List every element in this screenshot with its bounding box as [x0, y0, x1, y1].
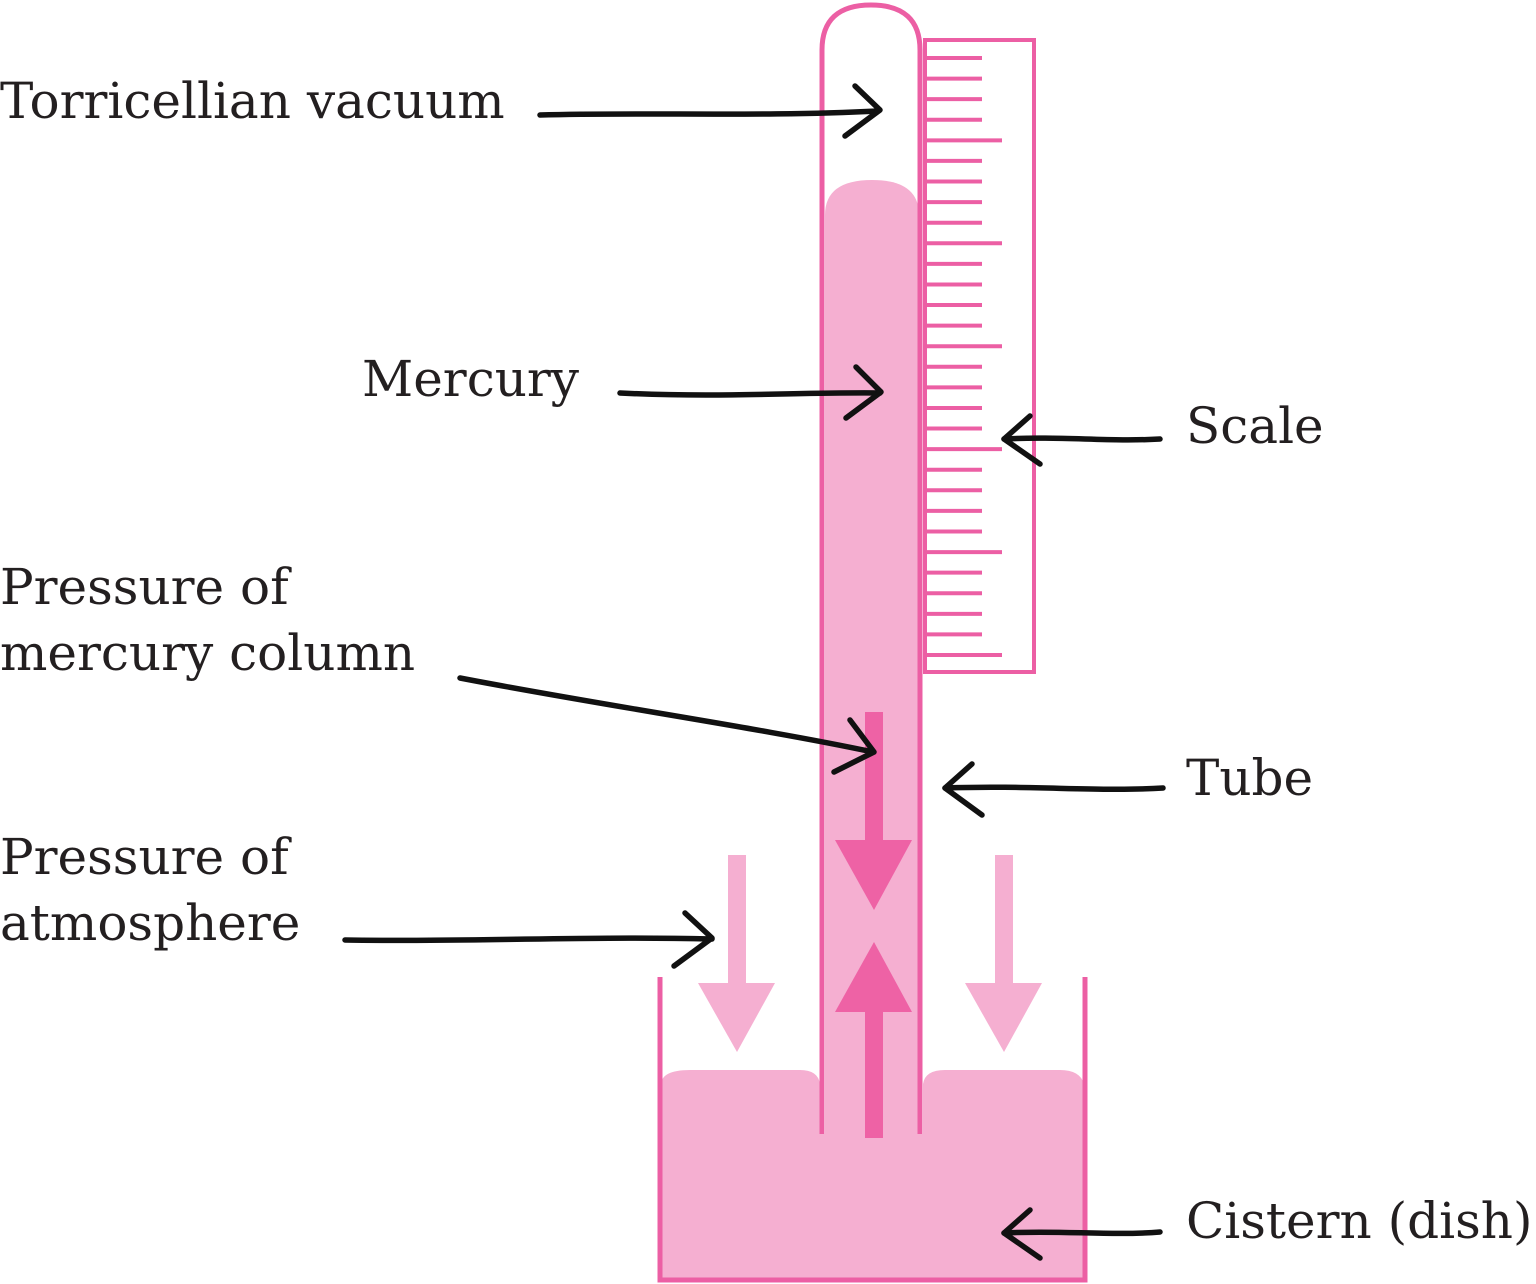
label-mercury: Mercury	[362, 350, 580, 408]
pointer-scale	[1001, 413, 1163, 467]
scale	[923, 38, 1036, 674]
atmosphere-pressure-arrow-left	[698, 855, 775, 1052]
pointer-mercury	[617, 364, 884, 421]
label-cistern: Cistern (dish)	[1186, 1192, 1532, 1250]
pointer-pressure-atmosphere	[342, 910, 715, 969]
pointer-tube	[942, 761, 1166, 818]
cistern-mercury	[661, 1070, 1084, 1278]
scale-frame	[923, 38, 1036, 674]
label-pressure-atmosphere-line1: Pressure of	[0, 828, 292, 886]
label-scale: Scale	[1186, 397, 1324, 455]
label-pressure-column-line2: mercury column	[0, 624, 415, 682]
label-pressure-atmosphere-line2: atmosphere	[0, 894, 300, 952]
pointer-cistern	[1001, 1207, 1163, 1261]
atmosphere-pressure-arrow-right	[965, 855, 1042, 1052]
pointer-pressure-column	[457, 675, 877, 775]
column-pressure-arrow-up	[835, 942, 912, 1138]
cistern-dish	[657, 977, 1088, 1283]
label-torricellian-vacuum: Torricellian vacuum	[0, 72, 505, 130]
scale-ticks	[925, 56, 1002, 657]
glass-tube	[819, 2, 923, 1134]
label-pressure-column-line1: Pressure of	[0, 558, 292, 616]
pointer-torricellian-vacuum	[537, 83, 883, 139]
label-tube: Tube	[1186, 749, 1313, 807]
